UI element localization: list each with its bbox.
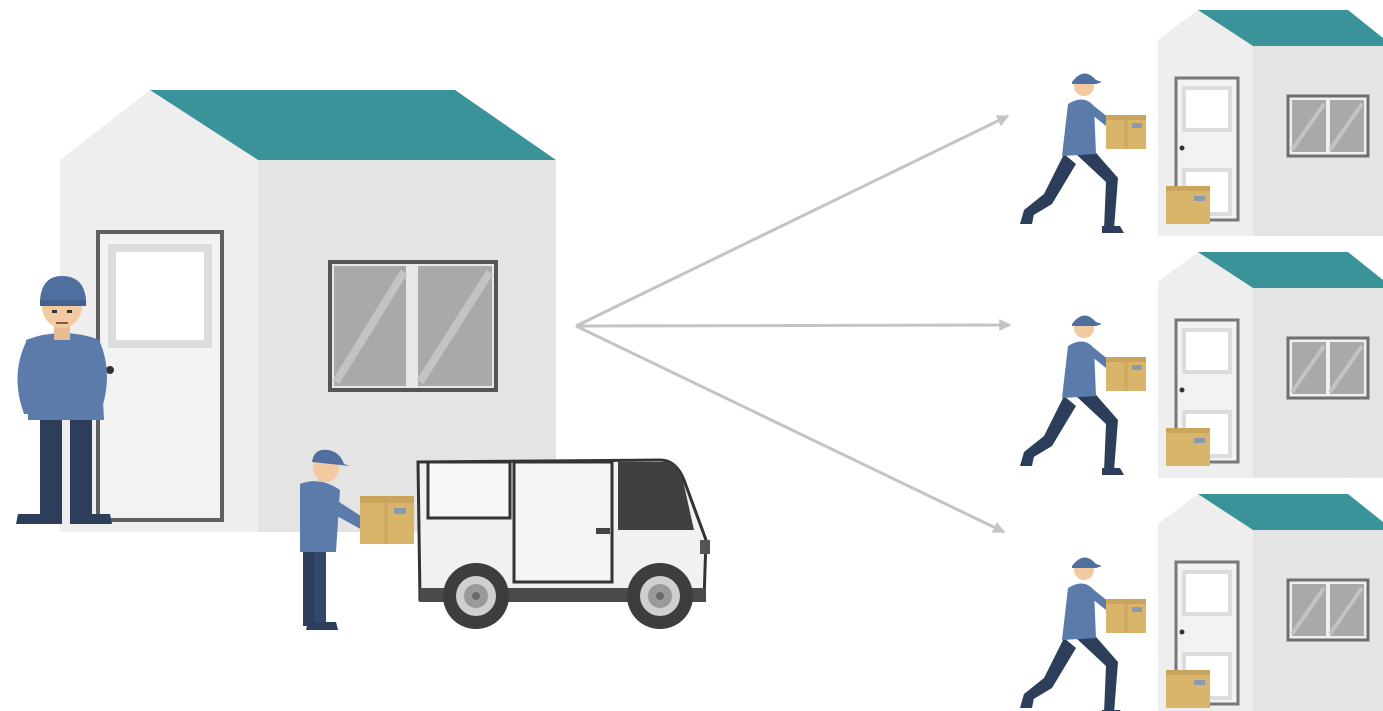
van-rear-wheel	[443, 563, 509, 629]
courier-runner-middle	[1020, 315, 1146, 475]
destination-middle	[1020, 252, 1383, 478]
courier-runner-top	[1020, 73, 1146, 233]
destination-bottom	[1020, 494, 1383, 711]
door-knob	[106, 366, 114, 374]
van-front-wheel	[627, 563, 693, 629]
destination-top	[1020, 10, 1383, 236]
arrow-to-top-house	[576, 116, 1008, 326]
house-middle	[1158, 252, 1383, 478]
house-bottom	[1158, 494, 1383, 711]
van-side-door	[514, 462, 612, 582]
van-windshield	[618, 462, 694, 530]
main-house-window	[330, 262, 496, 390]
package-box	[360, 496, 414, 544]
house-top	[1158, 10, 1383, 236]
van-rear-window	[428, 462, 510, 518]
courier-runner-bottom	[1020, 557, 1146, 711]
main-house-door	[98, 232, 222, 520]
arrow-to-middle-house	[576, 325, 1010, 326]
delivery-van	[418, 460, 710, 629]
